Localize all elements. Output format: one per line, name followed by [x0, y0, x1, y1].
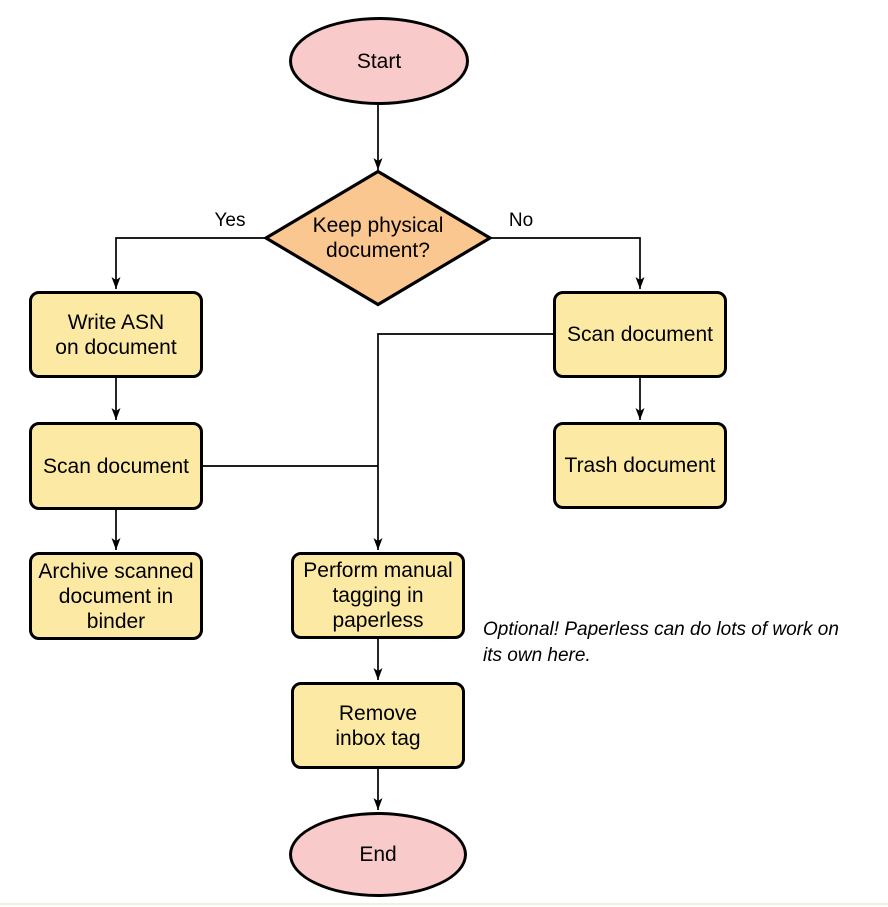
edge-scan-right-to-tagging	[373, 333, 553, 550]
node-archive-scanned-label: Archive scanned document in binder	[38, 559, 194, 633]
optional-note: Optional! Paperless can do lots of work …	[483, 619, 839, 666]
node-manual-tagging: Perform manual tagging in paperless	[291, 552, 465, 639]
node-write-asn: Write ASN on document	[29, 291, 203, 378]
node-end-label: End	[359, 843, 397, 866]
node-start-label: Start	[356, 49, 402, 73]
edge-label-no: No	[508, 210, 534, 231]
node-scan-document-left: Scan document	[29, 422, 203, 510]
node-start: Start	[289, 17, 469, 105]
edge-decision-yes-to-write-asn	[111, 237, 266, 289]
bottom-page-divider	[0, 903, 888, 905]
node-manual-tagging-label: Perform manual tagging in paperless	[303, 559, 453, 632]
node-decision-label: Keep physical document?	[312, 214, 444, 262]
edge-decision-no-to-scan-right	[490, 237, 645, 289]
node-decision: Keep physical document?	[288, 212, 468, 264]
node-remove-inbox-tag: Remove inbox tag	[291, 682, 465, 769]
node-trash-document-label: Trash document	[564, 454, 716, 477]
edge-label-yes: Yes	[214, 210, 246, 231]
node-archive-scanned: Archive scanned document in binder	[29, 552, 203, 640]
node-end: End	[289, 812, 467, 897]
node-scan-document-right: Scan document	[553, 291, 727, 378]
node-remove-inbox-tag-label: Remove inbox tag	[335, 701, 421, 750]
node-trash-document: Trash document	[553, 422, 727, 509]
node-write-asn-label: Write ASN on document	[55, 310, 177, 359]
node-scan-document-right-label: Scan document	[567, 323, 713, 346]
node-scan-document-left-label: Scan document	[43, 454, 189, 478]
decision-diamond-shape	[262, 169, 494, 307]
